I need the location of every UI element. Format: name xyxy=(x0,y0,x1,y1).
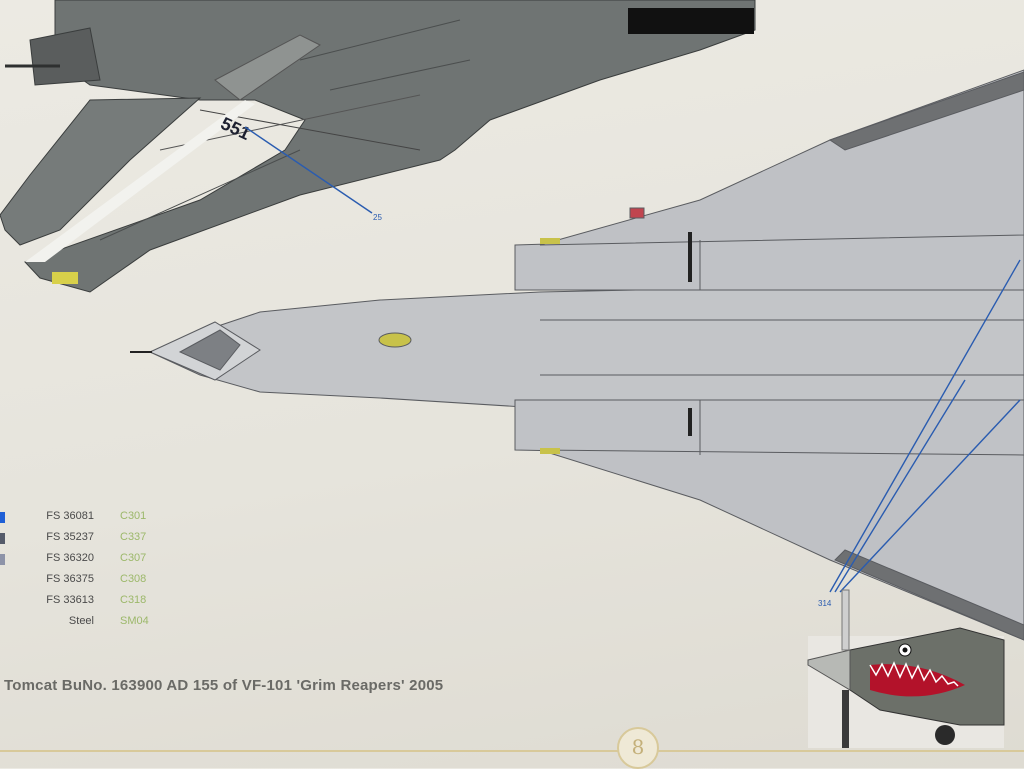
color-chip xyxy=(0,512,5,523)
color-chip xyxy=(0,533,5,544)
aircraft-caption: Tomcat BuNo. 163900 AD 155 of VF-101 'Gr… xyxy=(4,677,444,694)
page-number: 8 xyxy=(631,735,645,759)
fs-code: FS 35237 xyxy=(46,531,94,543)
page-number-badge: 8 xyxy=(617,727,659,769)
paint-code: C301 xyxy=(120,510,147,522)
fs-code: FS 36320 xyxy=(46,552,94,564)
legend-row: Steel SM04 xyxy=(0,615,200,631)
fs-code: Steel xyxy=(68,615,94,627)
sharkmouth-fighter-thumbnail xyxy=(807,589,1005,748)
wing-highlight xyxy=(25,100,255,262)
legend-row: FS 36320 C307 xyxy=(0,552,200,568)
lower-aircraft-view xyxy=(130,69,1024,641)
paint-code: SM04 xyxy=(120,615,149,627)
color-chip xyxy=(0,554,5,565)
callout-314: 314 xyxy=(818,599,832,608)
callout-lines xyxy=(244,126,1021,593)
upper-aircraft-view xyxy=(0,0,756,293)
callout-25: 25 xyxy=(373,213,382,222)
fs-code: FS 36081 xyxy=(46,510,94,522)
paint-code: C308 xyxy=(120,573,147,585)
legend-row: FS 36081 C301 xyxy=(0,510,200,526)
fs-code: FS 36375 xyxy=(46,573,94,585)
paint-code: C307 xyxy=(120,552,147,564)
paint-code: C337 xyxy=(120,531,147,543)
fs-code: FS 33613 xyxy=(46,594,94,606)
page-footer-rule xyxy=(0,750,1024,752)
legend-row: FS 33613 C318 xyxy=(0,594,200,610)
legend-row: FS 36375 C308 xyxy=(0,573,200,589)
legend-row: FS 35237 C337 xyxy=(0,531,200,547)
paint-code: C318 xyxy=(120,594,147,606)
